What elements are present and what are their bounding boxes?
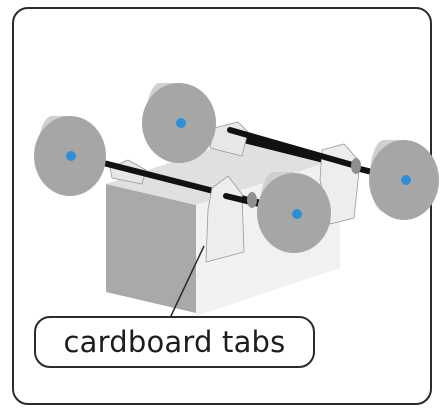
wheel-front-left [34,116,106,196]
wheel-back-left [142,83,216,163]
wheel-back-right [369,140,439,220]
hub [176,118,186,128]
callout-leader-line [169,245,205,319]
cardboard-tab-front-right [205,175,245,263]
hub [401,175,411,185]
washer-front-right [247,192,257,208]
callout-label: cardboard tabs [63,325,286,359]
wheel-front-right [257,172,331,253]
cardboard-tabs-callout: cardboard tabs [34,316,315,368]
hub [292,209,302,219]
hub [66,151,76,161]
box-top-face [106,140,340,205]
box-shaded-side [106,184,196,313]
washer-back-right [351,158,361,174]
